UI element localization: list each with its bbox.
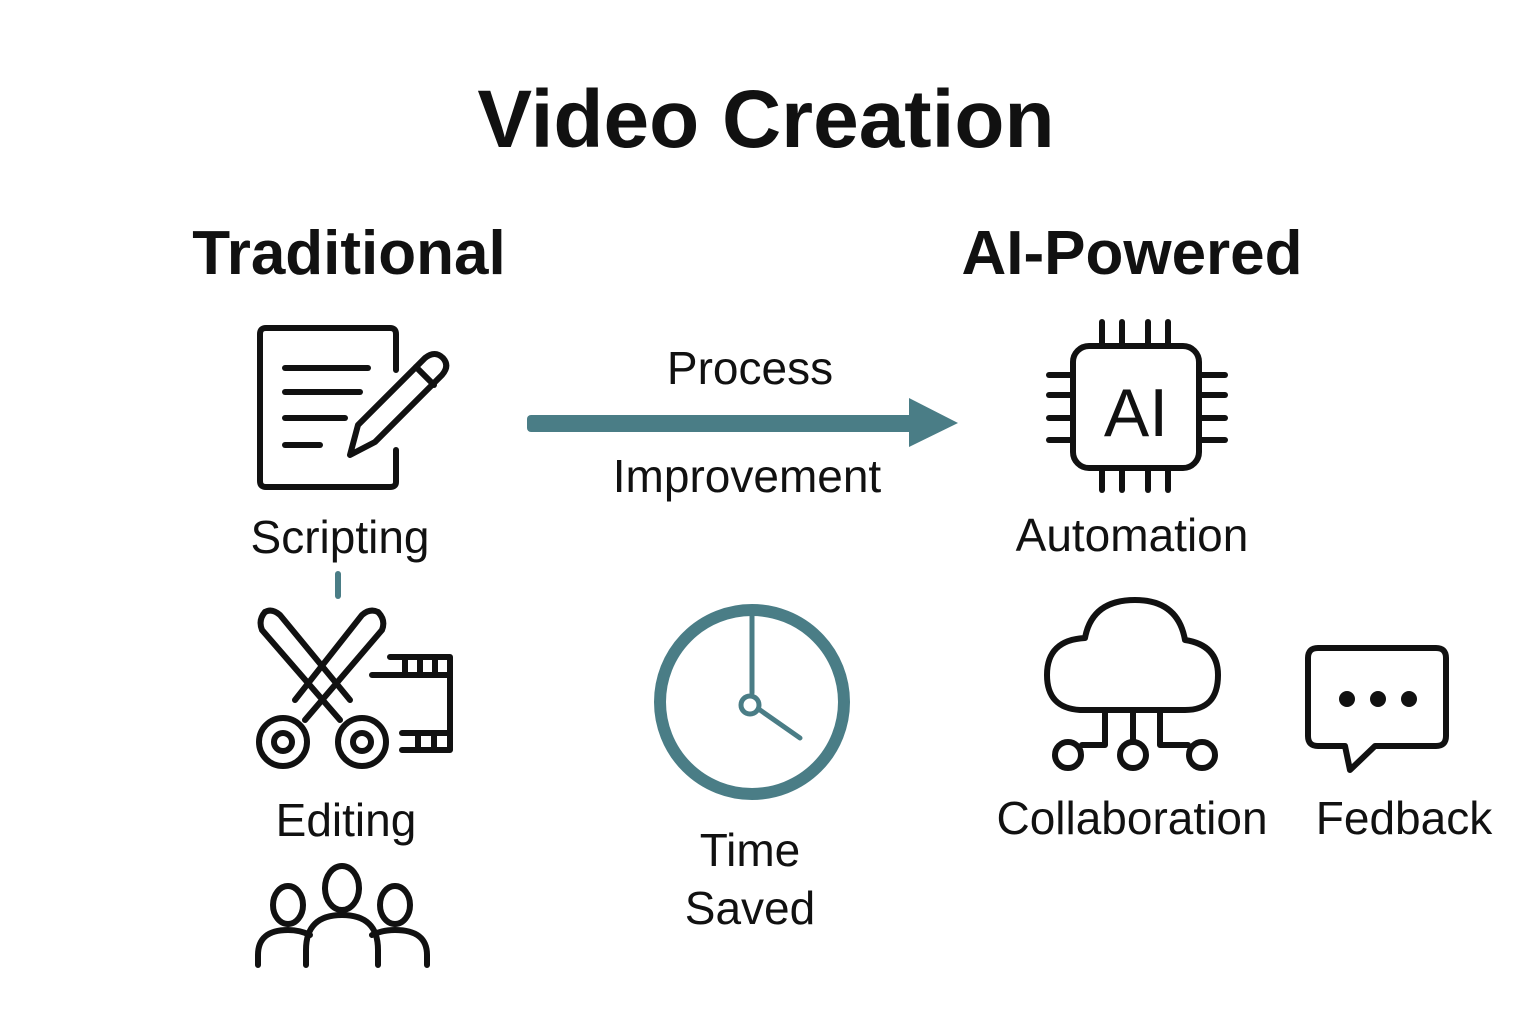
time-label-line2: Saved xyxy=(685,882,815,934)
ai-powered-heading: AI-Powered xyxy=(961,219,1302,288)
time-label-line1: Time xyxy=(700,824,801,876)
process-arrow xyxy=(527,398,958,447)
editing-label: Editing xyxy=(276,794,417,846)
clock-icon xyxy=(654,604,850,800)
diagram-title: Video Creation xyxy=(477,74,1054,165)
scissors-film-icon xyxy=(256,607,453,769)
arrow-label-top: Process xyxy=(667,342,833,394)
arrow-label-bottom: Improvement xyxy=(613,450,882,502)
feedback-label: Fedback xyxy=(1316,792,1493,844)
cloud-network-icon xyxy=(1044,597,1221,771)
traditional-heading: Traditional xyxy=(192,219,505,288)
ai-chip-text: AI xyxy=(1104,375,1168,451)
chat-bubble-icon xyxy=(1305,645,1449,773)
document-pencil-icon xyxy=(257,325,450,490)
automation-label: Automation xyxy=(1016,509,1249,561)
team-icon xyxy=(255,863,430,968)
collaboration-label: Collaboration xyxy=(996,792,1267,844)
ai-chip-icon xyxy=(1046,319,1228,493)
scripting-label: Scripting xyxy=(251,511,430,563)
